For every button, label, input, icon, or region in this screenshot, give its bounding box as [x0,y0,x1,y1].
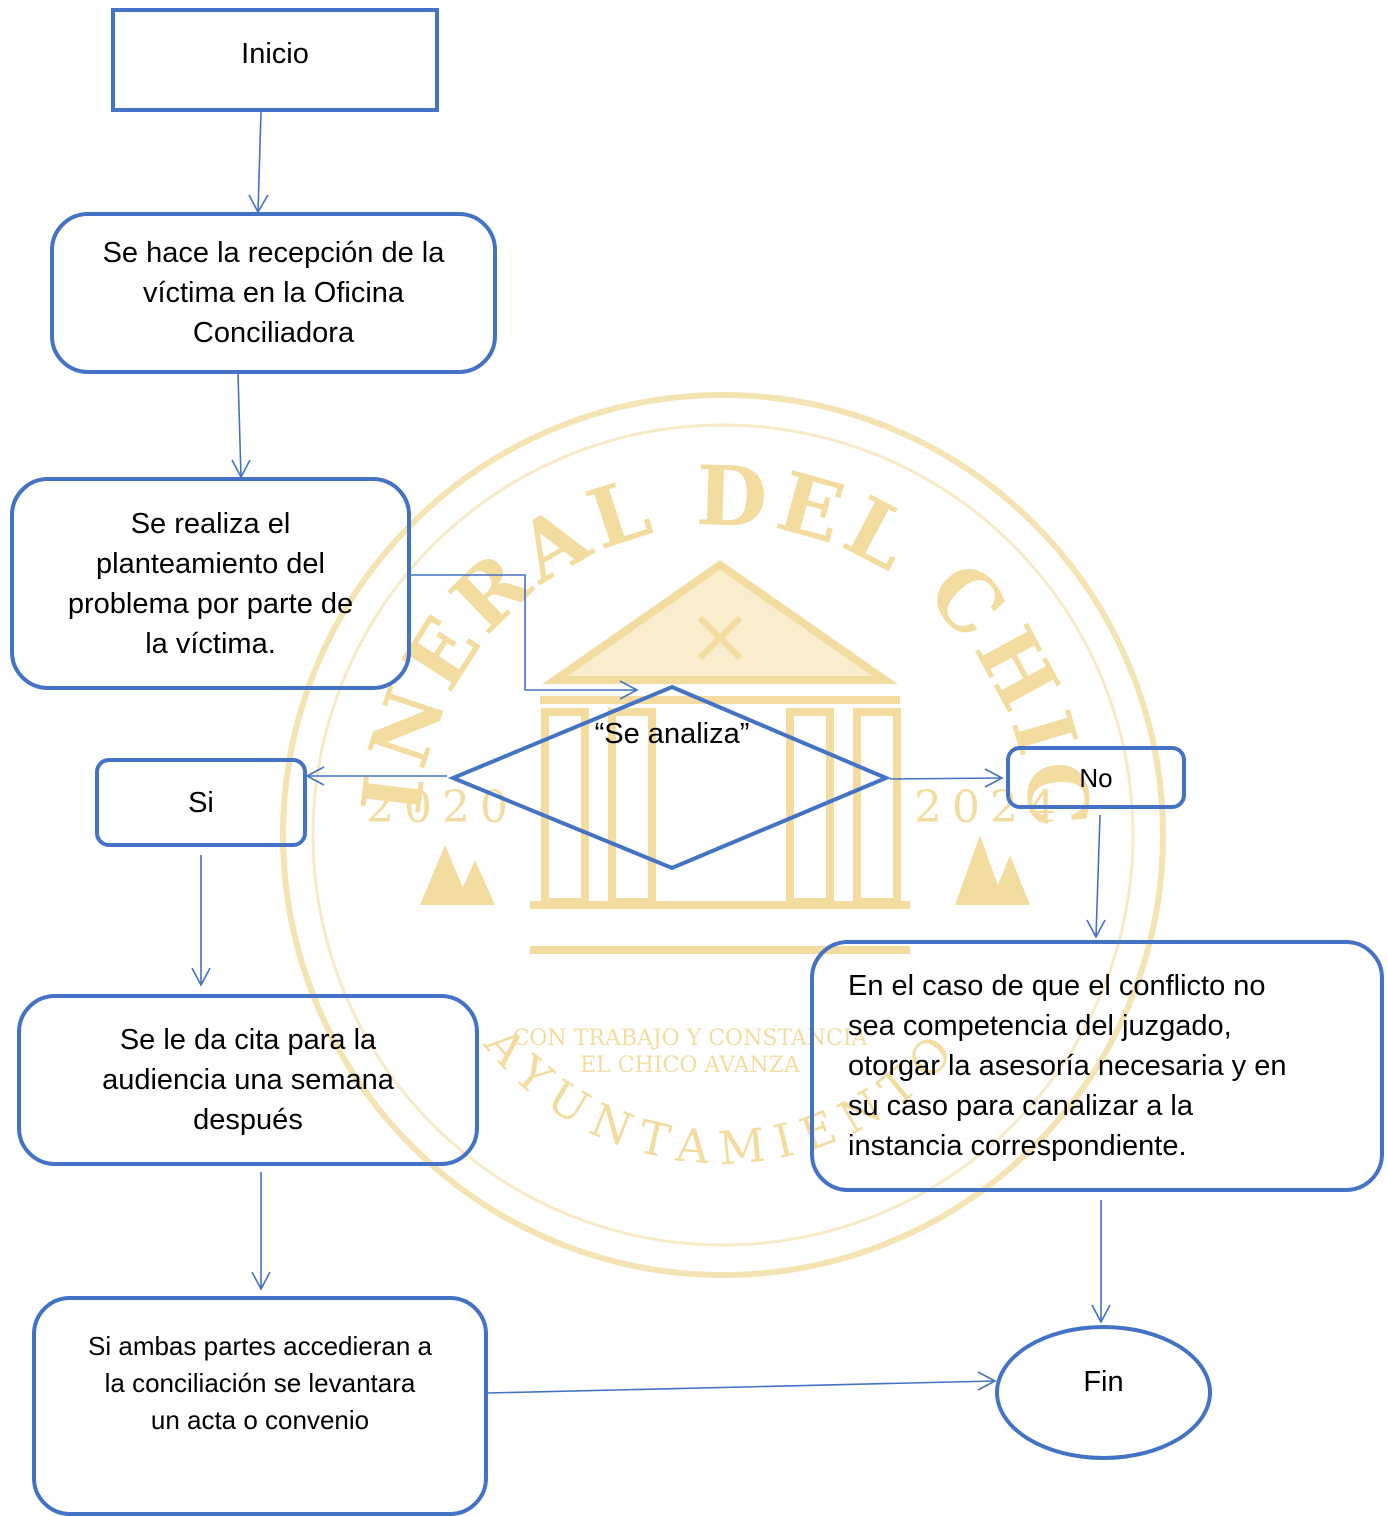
appointment-node: Se le da cita para la audiencia una sema… [17,994,479,1166]
arrowhead-acta-to-fin [977,1371,997,1391]
arrow-planteamiento-to-decision [411,574,637,691]
arrowhead-decision-to-si [305,766,325,786]
arrowhead-cita-to-acta [251,1271,271,1291]
appointment-line-2: audiencia una semana [102,1064,394,1096]
seal-trees-icon [420,835,1030,905]
conflict-line-4: su caso para canalizar a la [848,1090,1193,1122]
arrow-decision-to-no [889,777,1003,780]
appointment-line-3: después [193,1104,303,1136]
decision-label: “Se analiza” [594,718,750,750]
yes-label: Si [188,786,214,819]
no-label: No [1079,762,1113,793]
start-node: Inicio [111,8,439,112]
reception-line-1: Se hace la recepción de la [102,237,445,269]
arrowhead-si-to-cita [191,967,211,987]
arrow-no-to-conflicto [1095,814,1101,938]
problem-statement-node: Se realiza el planteamiento del problema… [10,477,411,690]
no-node: No [1006,746,1186,809]
arrowhead-decision-to-no [984,768,1004,788]
problem-line-2: planteamiento del [96,547,325,580]
seal-motto-line-1: CON TRABAJO Y CONSTANCIA [513,1026,869,1051]
arrow-recepcion-to-planteamiento [237,373,242,478]
seal-motto-line-2: EL CHICO AVANZA [580,1053,801,1078]
end-node: Fin [995,1325,1212,1460]
agreement-node: Si ambas partes accedieran a la concilia… [32,1296,488,1516]
conflict-line-1: En el caso de que el conflicto no [848,970,1266,1002]
reception-line-3: Conciliadora [192,317,355,349]
agreement-line-1: Si ambas partes accedieran a [88,1331,432,1361]
seal-hammer-icon [697,615,743,661]
decision-diamond [447,684,892,871]
problem-line-1: Se realiza el [130,507,291,540]
seal-building-graphic [530,560,910,954]
arrowhead-no-to-conflicto [1086,919,1106,939]
conflict-line-2: sea competencia del juzgado, [848,1010,1232,1042]
problem-line-3: problema por parte de [67,587,354,620]
conflict-node: En el caso de que el conflicto no sea co… [810,940,1384,1192]
reception-node: Se hace la recepción de la víctima en la… [50,212,497,374]
arrow-acta-to-fin [487,1380,996,1394]
conflict-line-5: instancia correspondiente. [848,1130,1187,1162]
arrow-inicio-to-recepcion [257,111,262,213]
appointment-line-1: Se le da cita para la [119,1024,377,1056]
seal-year-left: 2020 [366,782,518,833]
agreement-line-2: la conciliación se levantara [104,1368,416,1398]
reception-line-2: víctima en la Oficina [142,277,405,309]
seal-inner-ring [311,423,1135,1247]
connectors [191,111,1111,1394]
arrowhead-conflicto-to-fin [1091,1304,1111,1324]
start-node-label: Inicio [241,38,309,70]
yes-node: Si [95,758,307,847]
conflict-line-3: otorgar la asesoría necesaria y en [848,1050,1287,1082]
problem-line-4: la víctima. [145,627,276,660]
seal-outer-ring [280,392,1166,1278]
agreement-line-3: un acta o convenio [150,1405,370,1435]
arrowhead-planteamiento-to-decision [619,680,639,700]
end-node-label: Fin [1083,1365,1124,1398]
